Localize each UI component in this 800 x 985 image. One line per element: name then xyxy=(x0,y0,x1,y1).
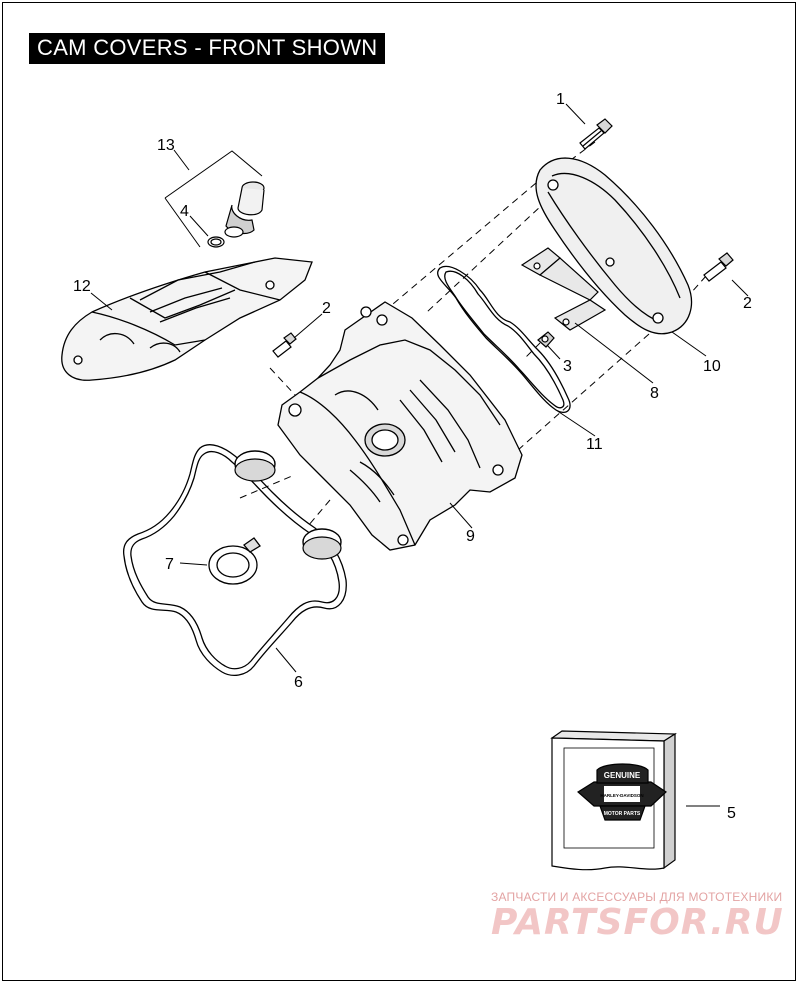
watermark-tagline: ЗАПЧАСТИ И АКСЕССУАРЫ ДЛЯ МОТОТЕХНИКИ xyxy=(491,890,783,904)
logo-text-middle: HARLEY-DAVIDSON xyxy=(600,793,643,798)
cam-cover-housing-part-9 xyxy=(277,301,523,551)
small-o-ring-part-4 xyxy=(207,236,225,248)
callout-9: 9 xyxy=(466,528,475,545)
callout-2-left: 2 xyxy=(322,300,331,317)
callout-11: 11 xyxy=(586,436,603,453)
harley-davidson-logo: GENUINE HARLEY-DAVIDSON MOTOR PARTS xyxy=(576,763,667,821)
callout-1: 1 xyxy=(556,91,565,108)
screw-part-3 xyxy=(537,331,555,348)
outer-cam-cover-part-10 xyxy=(535,157,693,335)
o-ring-part-7 xyxy=(208,537,261,585)
callout-12: 12 xyxy=(73,278,91,295)
breather-valve-part-13 xyxy=(224,181,265,238)
cover-screw-part-2-right xyxy=(703,252,734,282)
outer-cover-part-12 xyxy=(61,257,313,381)
cover-screw-part-1 xyxy=(579,118,613,150)
callout-8: 8 xyxy=(650,385,659,402)
callout-numbers: 1 2 2 3 4 5 6 7 8 9 10 11 12 13 xyxy=(73,91,752,822)
callout-13: 13 xyxy=(157,137,175,154)
bracket-part-8 xyxy=(520,247,607,331)
callout-4: 4 xyxy=(180,203,189,220)
cover-gasket-part-11 xyxy=(437,265,571,413)
watermark-site-logo: PARTSFOR.RU xyxy=(491,902,784,943)
genuine-parts-box-part-5: GENUINE HARLEY-DAVIDSON MOTOR PARTS xyxy=(550,730,677,871)
callout-7: 7 xyxy=(165,556,174,573)
leader-lines xyxy=(90,103,749,807)
gasket-part-6 xyxy=(122,444,347,677)
callout-3: 3 xyxy=(563,358,572,375)
callout-2-right: 2 xyxy=(743,295,752,312)
cover-screw-part-2-left xyxy=(272,332,297,358)
logo-text-top: GENUINE xyxy=(604,771,641,780)
diagram-title: CAM COVERS - FRONT SHOWN xyxy=(29,33,386,64)
callout-6: 6 xyxy=(294,674,303,691)
logo-text-bottom: MOTOR PARTS xyxy=(604,811,641,817)
callout-10: 10 xyxy=(703,358,721,375)
callout-5: 5 xyxy=(727,805,736,822)
